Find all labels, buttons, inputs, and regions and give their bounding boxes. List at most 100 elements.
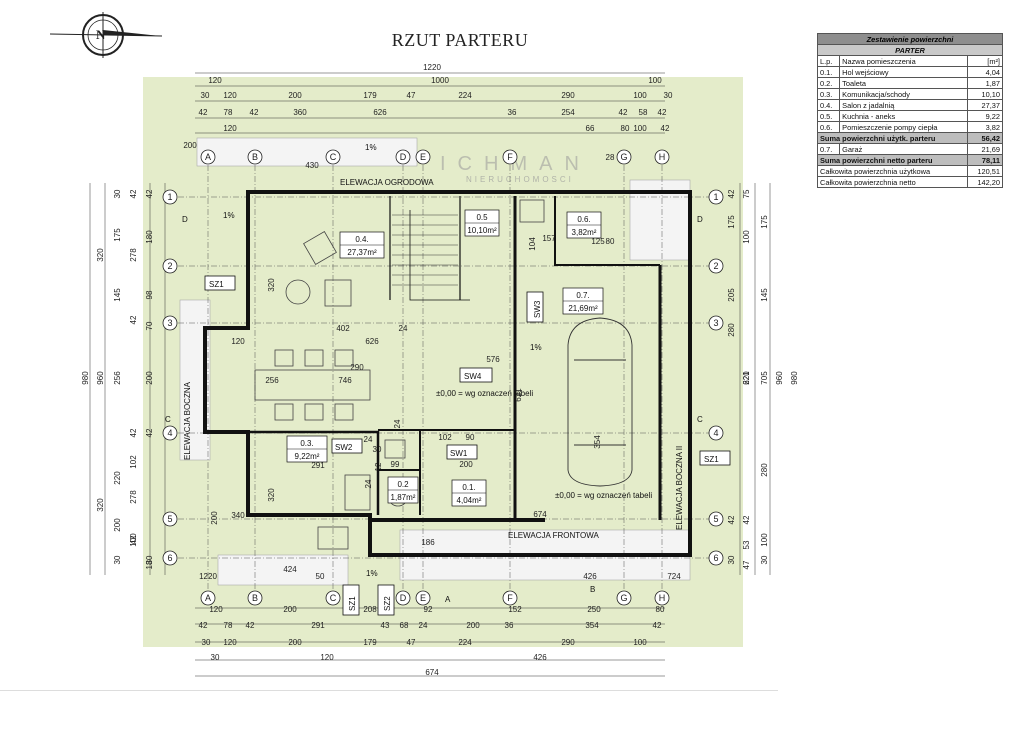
dimension-text: 99 bbox=[391, 460, 400, 469]
dimension-text: 120 bbox=[209, 605, 223, 614]
level-mark-2: ±0,00 = wg oznaczeń tabeli bbox=[555, 491, 652, 500]
dimension-text: 80 bbox=[606, 237, 615, 246]
room-id: 0.6. bbox=[577, 215, 590, 224]
axis-col-top-bubble bbox=[654, 149, 670, 165]
dimension-text: 42 bbox=[727, 189, 736, 198]
dimension-text: 705 bbox=[760, 371, 769, 385]
dimension-text: 220 bbox=[742, 371, 751, 385]
axis-row-right-label: 2 bbox=[713, 261, 718, 271]
dimension-text: 24 bbox=[364, 435, 373, 444]
axis-row-left-bubble bbox=[162, 258, 178, 274]
dimension-text: 98 bbox=[145, 290, 154, 299]
dimension-text: 175 bbox=[727, 215, 736, 229]
dimension-text: 621 bbox=[514, 388, 523, 402]
area-summary-table: Zestawienie powierzchni PARTER L.p. Nazw… bbox=[816, 33, 1003, 188]
label-sw3: SW3 bbox=[533, 300, 542, 318]
axis-col-bottom-label: E bbox=[420, 593, 426, 603]
compass-icon: N bbox=[49, 12, 163, 58]
dimension-text: 980 bbox=[790, 371, 799, 385]
label-sw2: SW2 bbox=[335, 443, 353, 452]
section-b: B bbox=[590, 585, 595, 594]
axis-col-top-label: B bbox=[252, 152, 258, 162]
dimension-text: 100 bbox=[129, 533, 138, 547]
axis-col-top-label: G bbox=[620, 152, 627, 162]
dimension-text: 102 bbox=[438, 433, 452, 442]
dimension-text: 30 bbox=[113, 555, 122, 564]
dimension-text: 426 bbox=[533, 653, 547, 662]
axis-col-bottom-bubble bbox=[200, 590, 216, 606]
axis-col-bottom-bubble bbox=[395, 590, 411, 606]
dimension-text: 80 bbox=[656, 605, 665, 614]
total-usable-value: 120,51 bbox=[967, 165, 1003, 177]
dimension-text: 621 bbox=[742, 371, 751, 385]
dimension-text: 75 bbox=[742, 189, 751, 198]
axis-row-left-bubble bbox=[162, 315, 178, 331]
subtotal-value: 56,42 bbox=[967, 132, 1003, 144]
dimension-text: 254 bbox=[561, 108, 575, 117]
dimension-text: 42 bbox=[658, 108, 667, 117]
dimension-text: 43 bbox=[381, 621, 390, 630]
dimension-text: 674 bbox=[533, 510, 547, 519]
label-sz2: SZ2 bbox=[383, 596, 392, 611]
axis-col-top-label: H bbox=[659, 152, 666, 162]
watermark-sub: NIERUCHOMOSCI bbox=[466, 175, 574, 184]
dimension-text: 175 bbox=[760, 215, 769, 229]
dimension-text: 78 bbox=[224, 621, 233, 630]
axis-row-right-bubble bbox=[708, 425, 724, 441]
axis-row-right-bubble bbox=[708, 511, 724, 527]
dimension-text: 100 bbox=[760, 533, 769, 547]
dimension-text: 1000 bbox=[431, 76, 449, 85]
axis-row-right-label: 1 bbox=[713, 192, 718, 202]
dimension-text: 78 bbox=[224, 108, 233, 117]
room-no: 0.1. bbox=[816, 66, 841, 78]
dimension-text: 960 bbox=[96, 371, 105, 385]
axis-col-top-bubble bbox=[200, 149, 216, 165]
axis-row-right-bubble bbox=[708, 258, 724, 274]
slope-4: 1% bbox=[366, 569, 378, 578]
dimension-text: 746 bbox=[338, 376, 352, 385]
dimension-text: 90 bbox=[466, 433, 475, 442]
axis-col-top-label: A bbox=[205, 152, 211, 162]
dimension-text: 42 bbox=[661, 124, 670, 133]
dimension-text: 125 bbox=[591, 237, 605, 246]
dimension-text: 340 bbox=[231, 511, 245, 520]
room-area: 1,87m² bbox=[391, 493, 416, 502]
dimension-text: 53 bbox=[742, 540, 751, 549]
room-area: 21,69 bbox=[967, 143, 1003, 155]
car-icon bbox=[567, 317, 633, 487]
axis-col-top-label: C bbox=[330, 152, 337, 162]
axis-row-left-label: 4 bbox=[167, 428, 172, 438]
slope-2: 1% bbox=[365, 143, 377, 152]
dimension-text: 430 bbox=[305, 161, 319, 170]
axis-col-bottom-bubble bbox=[654, 590, 670, 606]
dimension-text: 42 bbox=[129, 428, 138, 437]
dimension-text: 224 bbox=[458, 638, 472, 647]
dimension-text: 980 bbox=[81, 371, 90, 385]
axis-col-bottom-label: F bbox=[507, 593, 513, 603]
compass-letter: N bbox=[96, 27, 106, 42]
section-c-left: C bbox=[165, 415, 171, 424]
room-area: 21,69m² bbox=[568, 304, 598, 313]
dimension-text: 674 bbox=[425, 668, 439, 677]
plan-title: RZUT PARTERU bbox=[391, 30, 529, 50]
dimension-text: 102 bbox=[129, 455, 138, 469]
axis-row-right-label: 5 bbox=[713, 514, 718, 524]
axis-row-left-label: 1 bbox=[167, 192, 172, 202]
dimension-text: 92 bbox=[424, 605, 433, 614]
dimension-text: 42 bbox=[199, 621, 208, 630]
page-divider bbox=[0, 690, 778, 691]
dimension-text: 960 bbox=[775, 371, 784, 385]
section-d-left: D bbox=[182, 215, 188, 224]
room-labels: 0.4.27,37m²0.3.9,22m²0.510,10m²0.6.3,82m… bbox=[286, 209, 604, 507]
dimension-text: 100 bbox=[742, 230, 751, 244]
dimension-text: 426 bbox=[583, 572, 597, 581]
room-no: 0.5. bbox=[816, 110, 841, 122]
room-id: 0.4. bbox=[355, 235, 368, 244]
dimension-text: 42 bbox=[619, 108, 628, 117]
room-name: Toaleta bbox=[839, 77, 969, 89]
elevation-side: ELEWACJA BOCZNA bbox=[183, 381, 192, 460]
room-area: 27,37 bbox=[967, 99, 1003, 111]
